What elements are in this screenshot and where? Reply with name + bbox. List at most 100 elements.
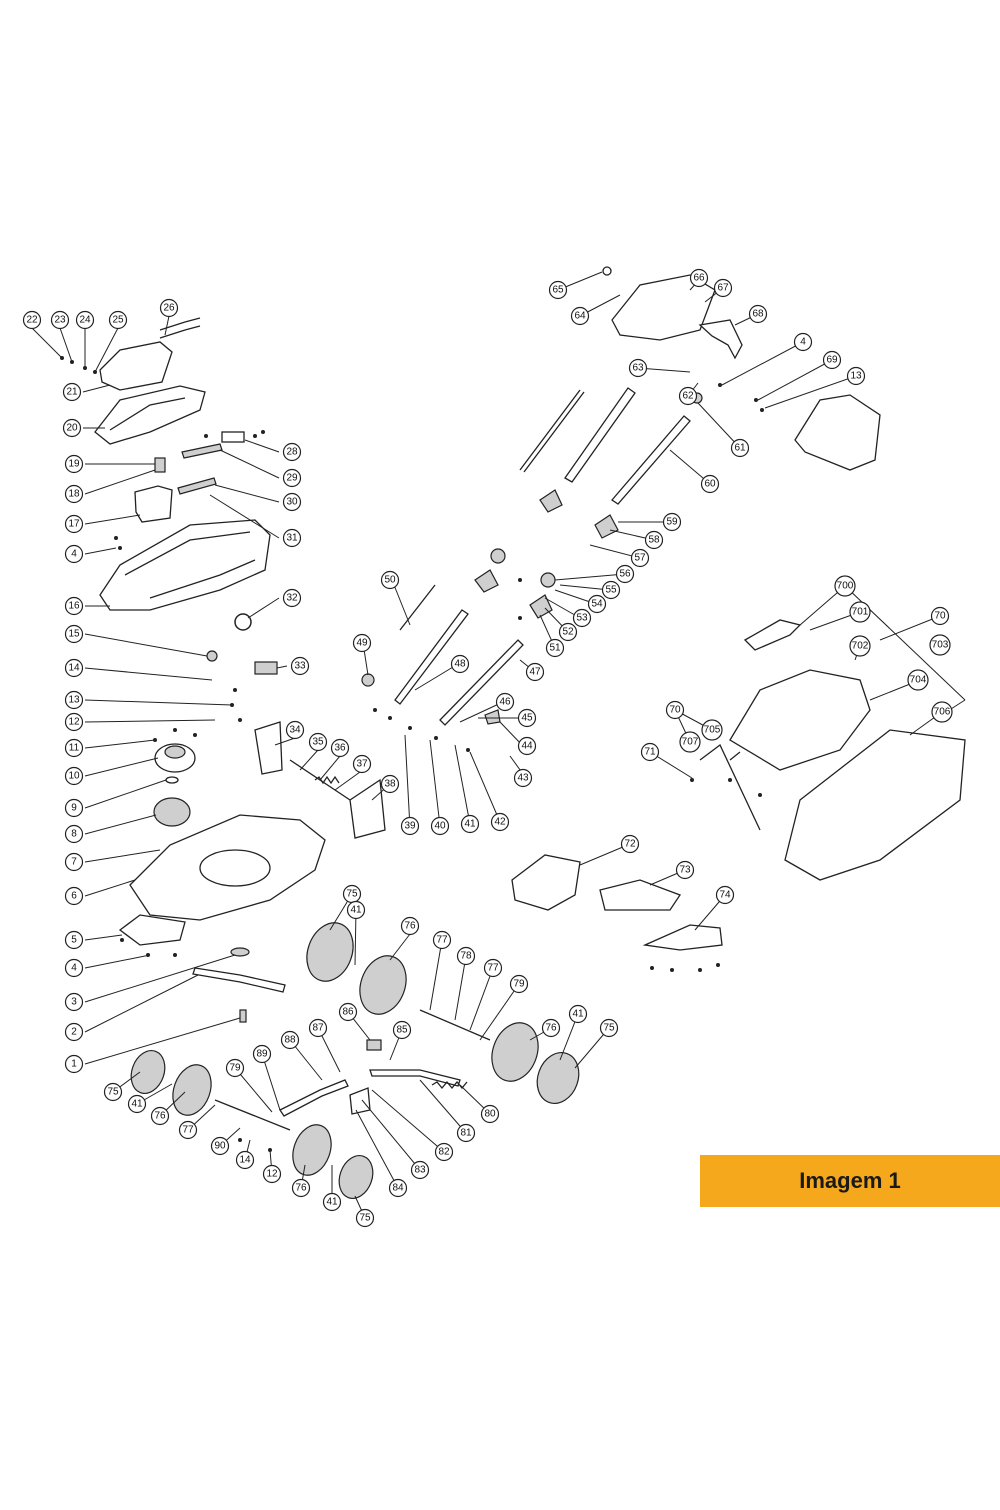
callout-number: 18 xyxy=(68,489,80,500)
callout-76: 76 xyxy=(400,916,420,936)
callout-42: 42 xyxy=(490,812,510,832)
callout-number: 77 xyxy=(436,935,448,946)
part-13-cover xyxy=(794,394,881,471)
callout-59: 59 xyxy=(662,512,682,532)
callout-24: 24 xyxy=(75,310,95,330)
callout-balloon xyxy=(282,442,302,462)
part-1-bolt xyxy=(239,1009,247,1023)
callout-balloon xyxy=(308,732,328,752)
callout-14: 14 xyxy=(64,658,84,678)
callout-13: 13 xyxy=(64,690,84,710)
wheel-75-a xyxy=(306,922,354,982)
callout-balloon xyxy=(178,1120,198,1140)
callout-balloon xyxy=(568,1004,588,1024)
callout-10: 10 xyxy=(64,766,84,786)
callout-number: 62 xyxy=(682,391,694,402)
callout-number: 28 xyxy=(286,447,298,458)
callout-76: 76 xyxy=(541,1018,561,1038)
callout-number: 4 xyxy=(71,963,77,974)
callout-77: 77 xyxy=(432,930,452,950)
callout-18: 18 xyxy=(64,484,84,504)
callout-balloon xyxy=(380,570,400,590)
callout-balloon xyxy=(127,1094,147,1114)
callout-balloon xyxy=(103,1082,123,1102)
callout-705: 705 xyxy=(701,719,723,741)
callout-number: 81 xyxy=(460,1128,472,1139)
callout-balloon xyxy=(262,1164,282,1184)
callout-16: 16 xyxy=(64,596,84,616)
callout-number: 20 xyxy=(66,423,78,434)
callout-704: 704 xyxy=(907,669,929,691)
callout-number: 21 xyxy=(66,387,78,398)
callout-balloon xyxy=(290,656,310,676)
callout-number: 76 xyxy=(404,921,416,932)
part-5-guard xyxy=(118,914,186,946)
callout-balloon xyxy=(64,514,84,534)
wheel-76-c xyxy=(172,1064,212,1116)
part-44-knob xyxy=(484,709,501,725)
callout-number: 16 xyxy=(68,601,80,612)
callout-36: 36 xyxy=(330,738,350,758)
callout-balloon xyxy=(64,544,84,564)
callout-69: 69 xyxy=(822,350,842,370)
part-700-grassbox-handle xyxy=(743,619,802,651)
callout-number: 12 xyxy=(266,1169,278,1180)
callout-number: 85 xyxy=(396,1025,408,1036)
callout-number: 42 xyxy=(494,817,506,828)
callout-number: 59 xyxy=(666,517,678,528)
callout-number: 73 xyxy=(679,865,691,876)
part-32-ring xyxy=(234,613,252,631)
callout-balloon xyxy=(849,601,871,623)
callout-number: 703 xyxy=(932,640,949,651)
callout-number: 47 xyxy=(529,667,541,678)
callout-32: 32 xyxy=(282,588,302,608)
callout-balloon xyxy=(62,382,82,402)
callout-number: 51 xyxy=(549,643,561,654)
part-66-handle-housing xyxy=(611,274,716,341)
callout-13: 13 xyxy=(846,366,866,386)
callout-balloon xyxy=(282,492,302,512)
callout-balloon xyxy=(541,1018,561,1038)
callout-number: 707 xyxy=(682,737,699,748)
callout-number: 68 xyxy=(752,309,764,320)
callout-balloon xyxy=(75,310,95,330)
callout-30: 30 xyxy=(282,492,302,512)
callout-balloon xyxy=(713,278,733,298)
callout-41: 41 xyxy=(322,1192,342,1212)
callout-balloon xyxy=(64,930,84,950)
callout-number: 706 xyxy=(934,707,951,718)
part-60-upper-tube-a xyxy=(564,387,636,483)
callout-9: 9 xyxy=(64,798,84,818)
callout-balloon xyxy=(64,852,84,872)
callout-3: 3 xyxy=(64,992,84,1012)
callout-number: 65 xyxy=(552,285,564,296)
callout-4: 4 xyxy=(793,332,813,352)
callout-6: 6 xyxy=(64,886,84,906)
callout-46: 46 xyxy=(495,692,515,712)
callout-number: 41 xyxy=(464,819,476,830)
callout-49: 49 xyxy=(352,633,372,653)
callout-balloon xyxy=(628,358,648,378)
callout-balloon xyxy=(64,484,84,504)
callout-number: 26 xyxy=(163,303,175,314)
callout-number: 75 xyxy=(107,1087,119,1098)
callout-balloon xyxy=(545,638,565,658)
part-28-bracket xyxy=(221,431,245,443)
callout-balloon xyxy=(460,814,480,834)
callout-17: 17 xyxy=(64,514,84,534)
callout-balloon xyxy=(525,662,545,682)
callout-25: 25 xyxy=(108,310,128,330)
callout-19: 19 xyxy=(64,454,84,474)
callout-60: 60 xyxy=(700,474,720,494)
callout-balloon xyxy=(587,594,607,614)
part-56-knob xyxy=(540,572,556,588)
callout-balloon xyxy=(64,1054,84,1074)
callout-700: 700 xyxy=(834,575,856,597)
part-704-grassbox-top xyxy=(729,669,871,771)
callout-balloon xyxy=(640,742,660,762)
part-50-cable xyxy=(399,584,436,631)
callout-68: 68 xyxy=(748,304,768,324)
callout-balloon xyxy=(380,774,400,794)
callout-balloon xyxy=(615,564,635,584)
callout-number: 39 xyxy=(404,821,416,832)
